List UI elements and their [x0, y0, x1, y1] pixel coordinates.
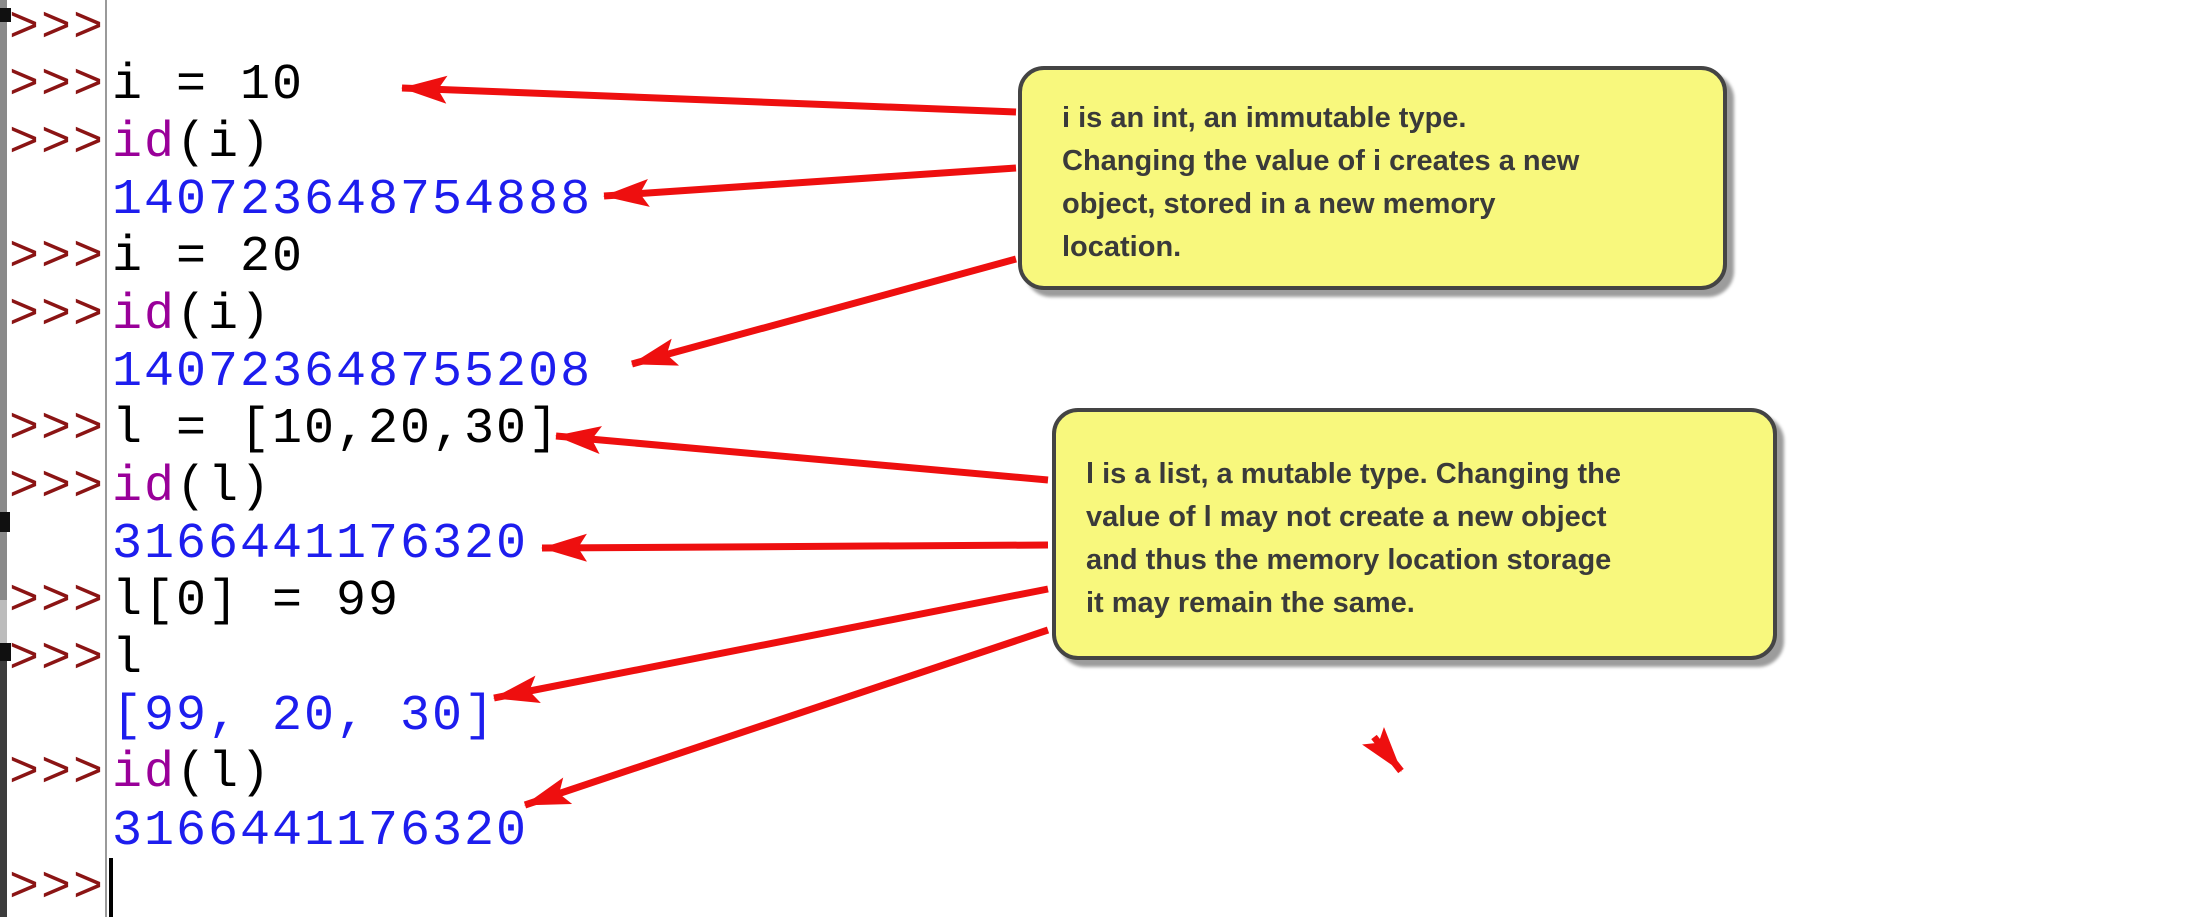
console-code: id(l): [112, 745, 272, 802]
python-prompt: >>>: [9, 57, 106, 115]
console-line: >>>id(i): [0, 287, 2196, 344]
console-code: l = [10,20,30]: [112, 401, 560, 458]
console-text-segment: (l): [176, 745, 273, 803]
console-text-segment: id: [112, 114, 177, 172]
console-line: >>>l[0] = 99: [0, 573, 2196, 630]
console-line: 3166441176320: [0, 802, 2196, 860]
callout-immutable-note: i is an int, an immutable type. Changing …: [1018, 66, 1727, 290]
strip-mark: [0, 8, 11, 22]
python-prompt: >>>: [9, 859, 106, 917]
console-text-segment: l: [112, 630, 145, 688]
console-line: 3166441176320: [0, 516, 2196, 573]
console-text-segment: id: [112, 286, 177, 344]
python-prompt: >>>: [9, 229, 106, 287]
console-code: i = 10: [112, 57, 304, 114]
console-code: [99, 20, 30]: [112, 688, 496, 745]
left-scrollbar-strip[interactable]: [0, 0, 7, 600]
console-code: 3166441176320: [112, 516, 528, 573]
console-text-segment: l[0] = 99: [112, 573, 401, 631]
text-cursor: [109, 858, 113, 917]
console-line: [99, 20, 30]: [0, 688, 2196, 745]
strip-mark: [0, 512, 10, 532]
python-prompt: >>>: [9, 114, 106, 172]
console-code: l[0] = 99: [112, 573, 400, 630]
console-line: 140723648755208: [0, 344, 2196, 401]
gutter-divider: [105, 0, 107, 917]
strip-mark: [0, 643, 11, 661]
console-code: id(i): [112, 287, 272, 344]
callout-text: l is a list, a mutable type. Changing th…: [1086, 458, 1621, 490]
callout-text: location.: [1062, 231, 1182, 263]
python-prompt: >>>: [9, 286, 106, 344]
python-prompt: >>>: [9, 745, 106, 803]
console-text-segment: i = 20: [112, 229, 305, 287]
callout-mutable-note: l is a list, a mutable type. Changing th…: [1052, 408, 1777, 660]
python-prompt: >>>: [9, 401, 106, 459]
console-text-segment: (l): [176, 458, 273, 516]
console-text-segment: id: [112, 745, 177, 803]
callout-text: value of l may not create a new object: [1086, 501, 1607, 533]
console-text-segment: (i): [176, 286, 273, 344]
console-code: 140723648754888: [112, 172, 592, 229]
callout-text: Changing the value of i creates a new: [1062, 145, 1580, 177]
console-line: >>>: [0, 860, 2196, 917]
console-line: >>>l: [0, 630, 2196, 688]
callout-text: i is an int, an immutable type.: [1062, 102, 1467, 134]
console-line: >>>: [0, 0, 2196, 57]
console-text-segment: (i): [176, 114, 273, 172]
console-text-segment: [99, 20, 30]: [112, 687, 497, 745]
console-code: i = 20: [112, 229, 304, 286]
console-text-segment: 140723648755208: [112, 344, 593, 402]
console-code: 3166441176320: [112, 803, 528, 860]
console-code: id(l): [112, 459, 272, 516]
console-line: >>>id(l): [0, 459, 2196, 516]
console-text-segment: 3166441176320: [112, 802, 529, 860]
console-text-segment: l = [10,20,30]: [112, 401, 561, 459]
console-line: >>>i = 10: [0, 57, 2196, 114]
python-prompt: >>>: [9, 458, 106, 516]
left-scrollbar-thumb[interactable]: [0, 600, 7, 652]
console-code: 140723648755208: [112, 344, 592, 401]
console-text-segment: 3166441176320: [112, 515, 529, 573]
python-prompt: >>>: [9, 630, 106, 688]
console-text-segment: id: [112, 458, 177, 516]
console-line: >>>i = 20: [0, 229, 2196, 286]
console-text-segment: 140723648754888: [112, 172, 593, 230]
callout-text: it may remain the same.: [1086, 587, 1415, 619]
console-text-segment: i = 10: [112, 57, 305, 115]
console-line: 140723648754888: [0, 172, 2196, 229]
console-code: l: [112, 631, 144, 688]
callout-text: object, stored in a new memory: [1062, 188, 1496, 220]
console-code: id(i): [112, 115, 272, 172]
console-line: >>>id(i): [0, 115, 2196, 172]
console-line: >>>l = [10,20,30]: [0, 401, 2196, 458]
callout-text: and thus the memory location storage: [1086, 544, 1612, 576]
python-prompt: >>>: [9, 0, 106, 58]
left-scrollbar-strip-lower[interactable]: [0, 652, 7, 917]
console-line: >>>id(l): [0, 745, 2196, 802]
python-prompt: >>>: [9, 573, 106, 631]
